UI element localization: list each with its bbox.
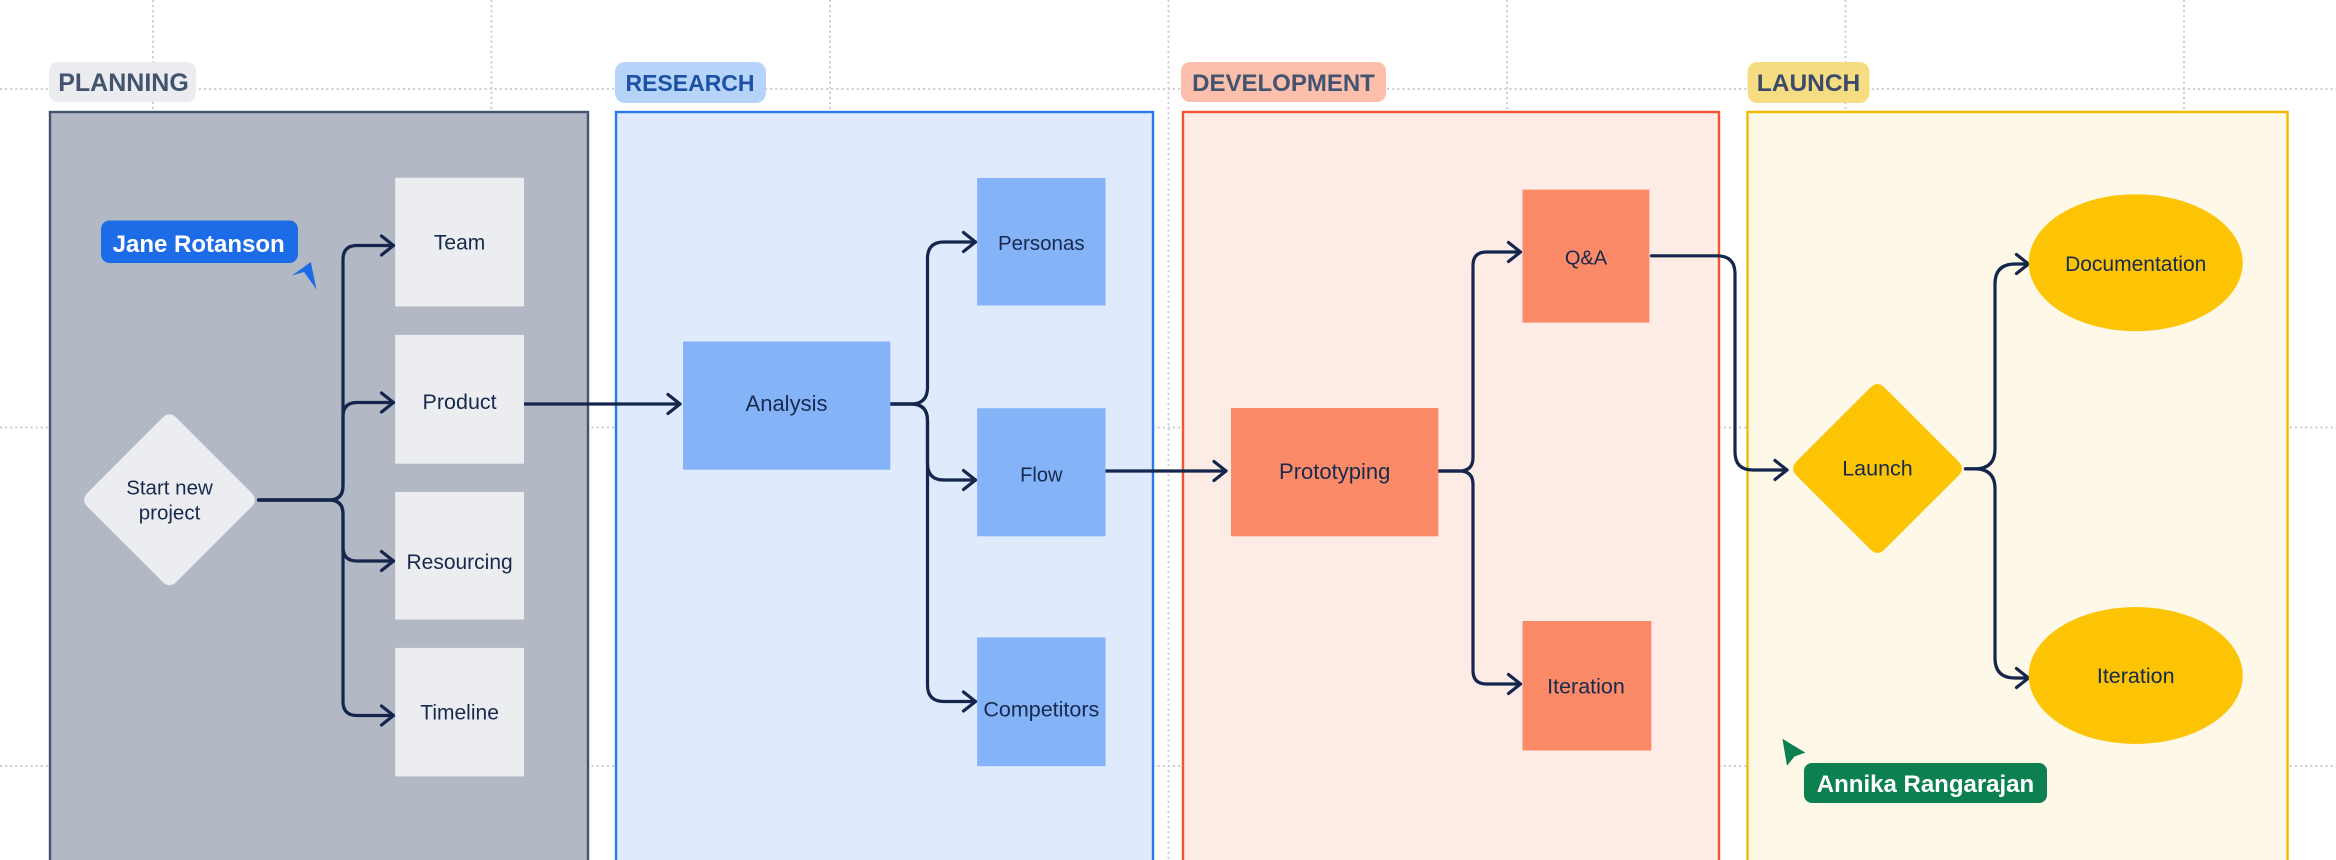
svg-text:Team: Team (434, 232, 485, 255)
svg-text:Competitors: Competitors (983, 698, 1099, 722)
svg-text:project: project (139, 502, 201, 525)
svg-text:Analysis: Analysis (746, 391, 828, 416)
svg-text:Resourcing: Resourcing (406, 551, 512, 574)
svg-text:Iteration: Iteration (1547, 675, 1625, 699)
svg-text:Q&A: Q&A (1565, 248, 1608, 270)
svg-text:Start new: Start new (126, 477, 213, 500)
svg-text:Flow: Flow (1020, 465, 1063, 487)
svg-text:Iteration: Iteration (2097, 664, 2175, 688)
svg-text:Launch: Launch (1842, 457, 1913, 481)
svg-text:LAUNCH: LAUNCH (1757, 70, 1860, 97)
svg-text:Annika Rangarajan: Annika Rangarajan (1817, 771, 2034, 798)
svg-text:RESEARCH: RESEARCH (625, 70, 754, 96)
svg-text:DEVELOPMENT: DEVELOPMENT (1192, 70, 1375, 97)
svg-text:Personas: Personas (998, 232, 1085, 255)
svg-text:PLANNING: PLANNING (58, 69, 189, 97)
svg-text:Timeline: Timeline (420, 702, 499, 725)
svg-text:Jane Rotanson: Jane Rotanson (113, 231, 285, 258)
svg-text:Product: Product (423, 390, 497, 414)
svg-text:Prototyping: Prototyping (1279, 459, 1390, 484)
svg-text:Documentation: Documentation (2065, 253, 2206, 276)
